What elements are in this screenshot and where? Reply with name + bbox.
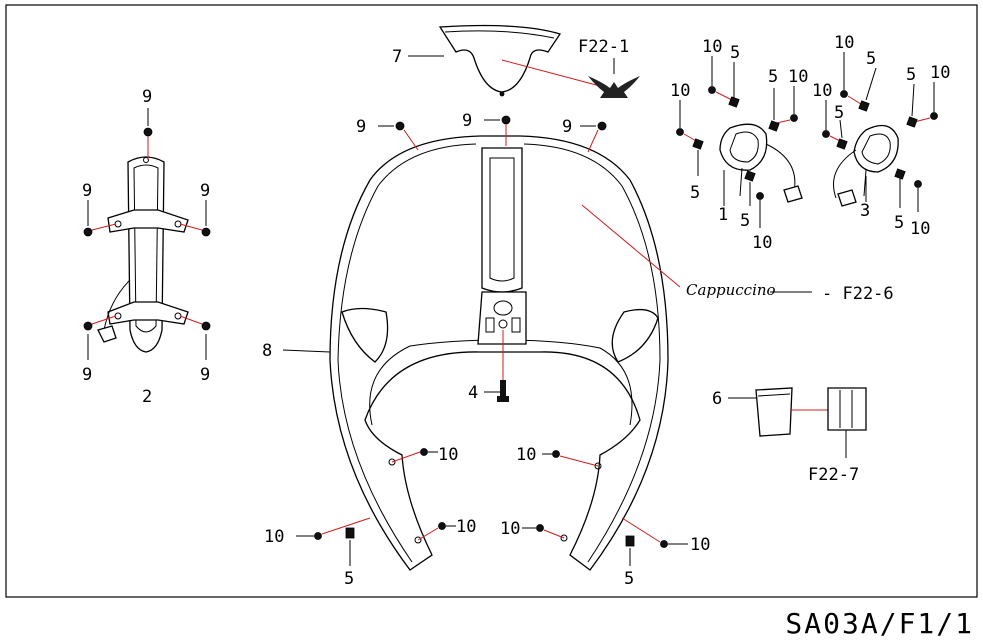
label-10-a: 10 (702, 37, 722, 57)
label-5-i: 5 (344, 569, 354, 589)
label-10-l: 10 (456, 517, 476, 537)
label-5-d: 5 (740, 211, 750, 231)
label-9-shield-right: 9 (562, 117, 572, 137)
label-5-a: 5 (730, 43, 740, 63)
label-f22-6: - F22-6 (822, 284, 894, 304)
emblem-f22-1 (588, 58, 640, 98)
screws-part-9 (83, 108, 607, 360)
label-5-h: 5 (894, 213, 904, 233)
clips-part-5 (345, 62, 918, 566)
part-6-box (728, 387, 828, 437)
label-10-f: 10 (930, 63, 950, 83)
drawing-code: SA03A/F1/1 (785, 607, 974, 640)
svg-text:Cappuccino: Cappuccino (686, 281, 776, 299)
label-7: 7 (392, 47, 402, 67)
part-7-headlight-cover (408, 24, 601, 97)
label-10-g: 10 (812, 81, 832, 101)
label-5-e: 5 (866, 49, 876, 69)
part-3-indicator-right (833, 124, 899, 207)
label-5-c: 5 (690, 183, 700, 203)
label-10-d: 10 (752, 233, 772, 253)
part-1-indicator-left (719, 123, 803, 203)
cappuccino-logo: Cappuccino (686, 281, 812, 299)
label-6: 6 (712, 389, 722, 409)
label-f22-7: F22-7 (808, 465, 859, 485)
part-2-front-strip (97, 156, 189, 353)
label-9-right-up: 9 (200, 181, 210, 201)
label-3: 3 (860, 201, 870, 221)
label-9-top: 9 (142, 87, 152, 107)
label-4: 4 (468, 383, 478, 403)
label-10-e: 10 (834, 33, 854, 53)
label-10-c: 10 (670, 81, 690, 101)
label-10-b: 10 (788, 67, 808, 87)
label-1: 1 (718, 205, 728, 225)
label-5-j: 5 (624, 569, 634, 589)
drawing-frame (5, 4, 978, 598)
label-9-left-up: 9 (82, 181, 92, 201)
label-f22-1: F22-1 (578, 37, 629, 57)
label-10-m: 10 (500, 519, 520, 539)
label-10-i: 10 (438, 445, 458, 465)
label-10-j: 10 (516, 445, 536, 465)
label-9-shield-left: 9 (356, 117, 366, 137)
part-f22-7-sticker (827, 387, 867, 458)
label-5-f: 5 (906, 65, 916, 85)
part-8-leg-shield (282, 135, 681, 571)
label-10-h: 10 (910, 219, 930, 239)
label-9-right-down: 9 (200, 365, 210, 385)
label-5-g: 5 (834, 103, 844, 123)
label-5-b: 5 (768, 67, 778, 87)
label-8: 8 (262, 341, 272, 361)
label-9-left-down: 9 (82, 365, 92, 385)
label-10-k: 10 (264, 527, 284, 547)
label-9-shield-mid: 9 (462, 111, 472, 131)
callout-labels: 7 F22-1 9 9 9 9 9 2 9 9 9 8 4 - F22-6 6 … (82, 33, 950, 589)
label-10-n: 10 (690, 535, 710, 555)
label-2: 2 (142, 387, 152, 407)
part-4-bolt (484, 330, 509, 402)
